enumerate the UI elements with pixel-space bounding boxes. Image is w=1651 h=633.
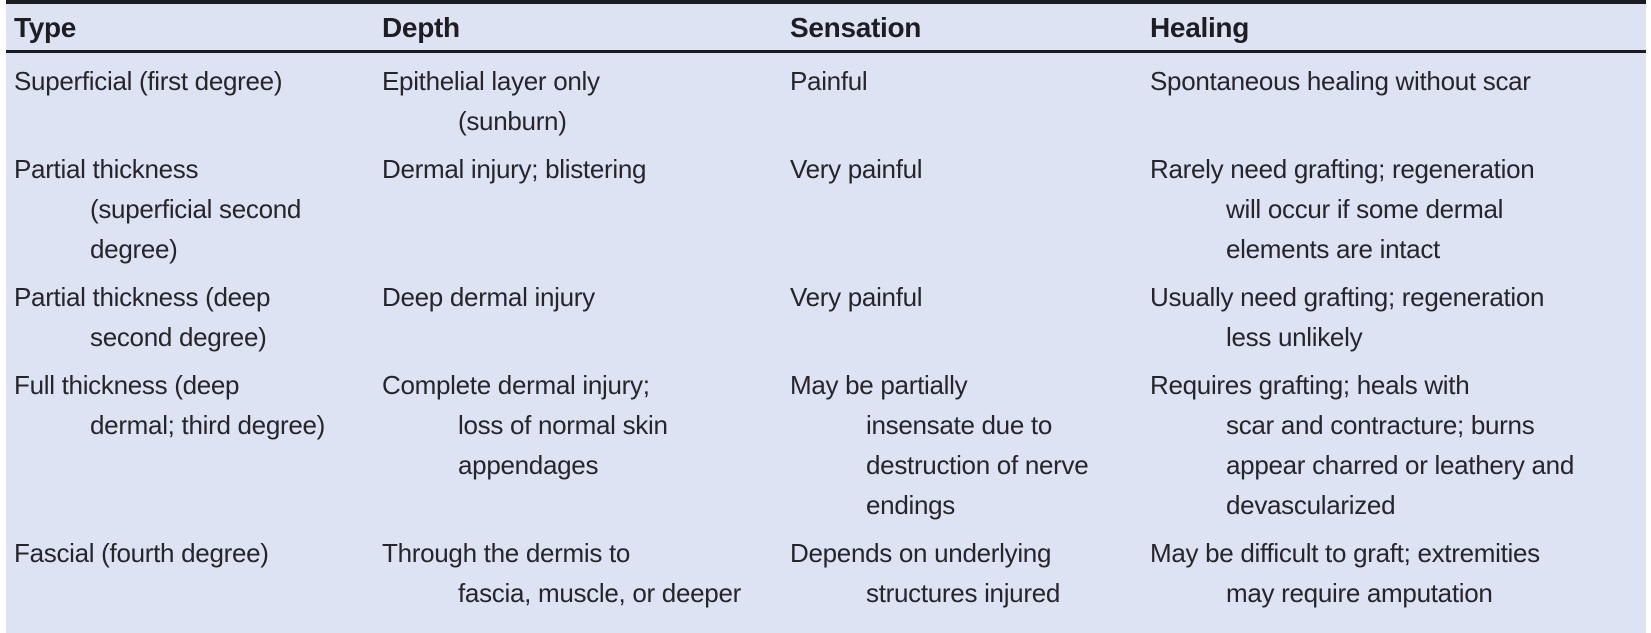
table-row: Partial thickness (superficial second de…	[6, 141, 1646, 269]
column-header-type: Type	[14, 12, 77, 43]
column-header-healing: Healing	[1150, 12, 1250, 43]
cell-sensation: May be partially insensate due to destru…	[790, 370, 1089, 520]
burn-classification-table: Type Depth Sensation Healing Superficial…	[6, 0, 1646, 633]
table-row: Superficial (first degree) Epithelial la…	[6, 53, 1646, 141]
cell-sensation: Painful	[790, 66, 868, 96]
column-header-depth: Depth	[382, 12, 460, 43]
cell-type: Partial thickness (superficial second de…	[14, 154, 302, 264]
cell-type: Partial thickness (deep second degree)	[14, 282, 271, 352]
cell-healing: May be difficult to graft; extremities m…	[1150, 538, 1540, 608]
table-row: Partial thickness (deep second degree) D…	[6, 269, 1646, 357]
column-header-sensation: Sensation	[790, 12, 922, 43]
table-header-row: Type Depth Sensation Healing	[6, 4, 1646, 53]
cell-type: Fascial (fourth degree)	[14, 538, 269, 568]
cell-depth: Epithelial layer only (sunburn)	[382, 66, 600, 136]
cell-healing: Usually need grafting; regeneration less…	[1150, 282, 1545, 352]
cell-sensation: Very painful	[790, 154, 923, 184]
cell-healing: Requires grafting; heals with scar and c…	[1150, 370, 1575, 520]
cell-depth: Dermal injury; blistering	[382, 154, 647, 184]
table-row: Full thickness (deep dermal; third degre…	[6, 357, 1646, 525]
cell-depth: Through the dermis to fascia, muscle, or…	[382, 538, 741, 608]
cell-healing: Spontaneous healing without scar	[1150, 66, 1531, 96]
cell-depth: Deep dermal injury	[382, 282, 595, 312]
cell-sensation: Very painful	[790, 282, 923, 312]
cell-healing: Rarely need grafting; regeneration will …	[1150, 154, 1535, 264]
cell-depth: Complete dermal injury; loss of normal s…	[382, 370, 668, 480]
table-row: Fascial (fourth degree) Through the derm…	[6, 525, 1646, 613]
cell-type: Full thickness (deep dermal; third degre…	[14, 370, 326, 440]
cell-type: Superficial (first degree)	[14, 66, 283, 96]
cell-sensation: Depends on underlying structures injured	[790, 538, 1061, 608]
